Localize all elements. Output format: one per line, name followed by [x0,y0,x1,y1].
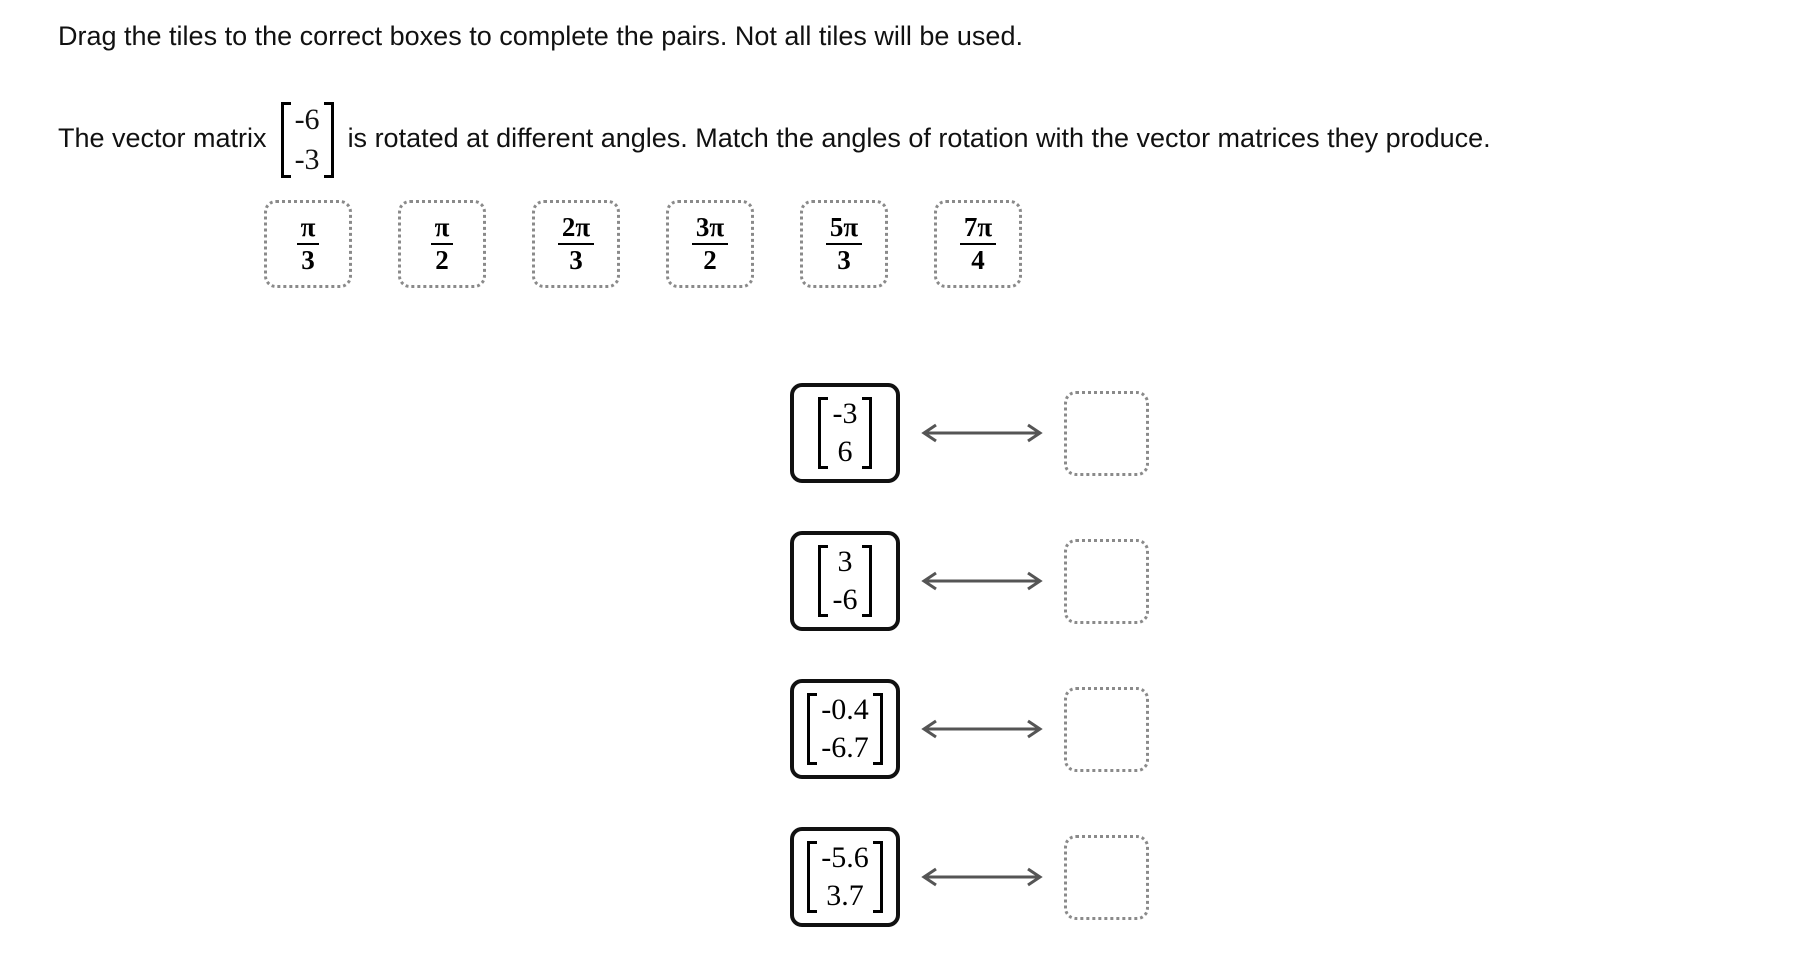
result-matrix-card-1: -3 6 [790,383,900,483]
matching-pairs-list: -3 6 3 -6 [790,383,1149,927]
pair-row: -5.6 3.7 [790,827,1149,927]
matrix-entries: -3 6 [828,397,862,469]
bracket-right-icon [323,102,334,178]
drop-target-4[interactable] [1064,834,1149,920]
matrix-entries: 3 -6 [828,545,862,617]
bracket-left-icon [280,102,291,178]
pair-row: 3 -6 [790,531,1149,631]
fraction-numerator: π [430,212,454,245]
fraction-denominator: 3 [301,245,315,275]
matrix-entry-bottom: 6 [837,435,853,468]
angle-tile-3pi-2[interactable]: 3π 2 [666,200,754,288]
result-vector-matrix: -0.4 -6.7 [807,693,883,765]
bracket-left-icon [807,841,818,913]
double-arrow-icon [916,714,1048,744]
angle-tile-2pi-3[interactable]: 2π 3 [532,200,620,288]
source-vector-matrix: -6 -3 [280,102,334,178]
fraction-denominator: 3 [837,245,851,275]
prompt-lead-text: The vector matrix [58,123,267,153]
fraction-numerator: 5π [825,212,863,245]
angle-tile-7pi-4[interactable]: 7π 4 [934,200,1022,288]
bracket-right-icon [862,397,872,469]
fraction-numerator: 7π [959,212,997,245]
fraction: π 3 [296,212,320,275]
fraction: 7π 4 [959,212,997,275]
pair-row: -0.4 -6.7 [790,679,1149,779]
fraction-denominator: 2 [435,245,449,275]
drag-instruction-text: Drag the tiles to the correct boxes to c… [58,21,1023,51]
result-vector-matrix: 3 -6 [818,545,872,617]
double-arrow-icon [916,862,1048,892]
fraction-denominator: 4 [971,245,985,275]
matrix-entry-bottom: 3.7 [826,879,864,912]
angle-tile-5pi-3[interactable]: 5π 3 [800,200,888,288]
fraction-numerator: 3π [691,212,729,245]
result-vector-matrix: -3 6 [818,397,872,469]
fraction-numerator: π [296,212,320,245]
prompt-line: The vector matrix -6 -3 is rotated at di… [58,100,1491,178]
result-vector-matrix: -5.6 3.7 [807,841,883,913]
result-matrix-card-3: -0.4 -6.7 [790,679,900,779]
result-matrix-card-2: 3 -6 [790,531,900,631]
matrix-entry-bottom: -6 [832,583,858,616]
drop-target-2[interactable] [1064,538,1149,624]
fraction-numerator: 2π [557,212,595,245]
bracket-left-icon [807,693,818,765]
fraction-denominator: 3 [569,245,583,275]
matrix-entry-top: -0.4 [821,693,869,726]
double-arrow-icon [916,418,1048,448]
matrix-entry-top: -3 [832,397,858,430]
angle-tile-row: π 3 π 2 2π 3 3π 2 5π 3 7π 4 [264,200,1022,288]
fraction: π 2 [430,212,454,275]
fraction-denominator: 2 [703,245,717,275]
angle-tile-pi-3[interactable]: π 3 [264,200,352,288]
matrix-entries: -5.6 3.7 [817,841,873,913]
matrix-entries: -0.4 -6.7 [817,693,873,765]
matrix-entry-top: -6 [294,103,320,136]
fraction: 3π 2 [691,212,729,275]
prompt-trail-text: is rotated at different angles. Match th… [347,123,1491,153]
angle-tile-pi-2[interactable]: π 2 [398,200,486,288]
matrix-entry-top: 3 [837,545,853,578]
bracket-right-icon [872,841,883,913]
double-arrow-icon [916,566,1048,596]
matrix-entries: -6 -3 [291,102,324,178]
fraction: 5π 3 [825,212,863,275]
bracket-right-icon [862,545,872,617]
fraction: 2π 3 [557,212,595,275]
matrix-entry-bottom: -6.7 [821,731,869,764]
result-matrix-card-4: -5.6 3.7 [790,827,900,927]
bracket-left-icon [818,397,828,469]
pair-row: -3 6 [790,383,1149,483]
bracket-left-icon [818,545,828,617]
bracket-right-icon [872,693,883,765]
drop-target-3[interactable] [1064,686,1149,772]
matrix-entry-bottom: -3 [294,143,320,176]
drop-target-1[interactable] [1064,390,1149,476]
matrix-entry-top: -5.6 [821,841,869,874]
